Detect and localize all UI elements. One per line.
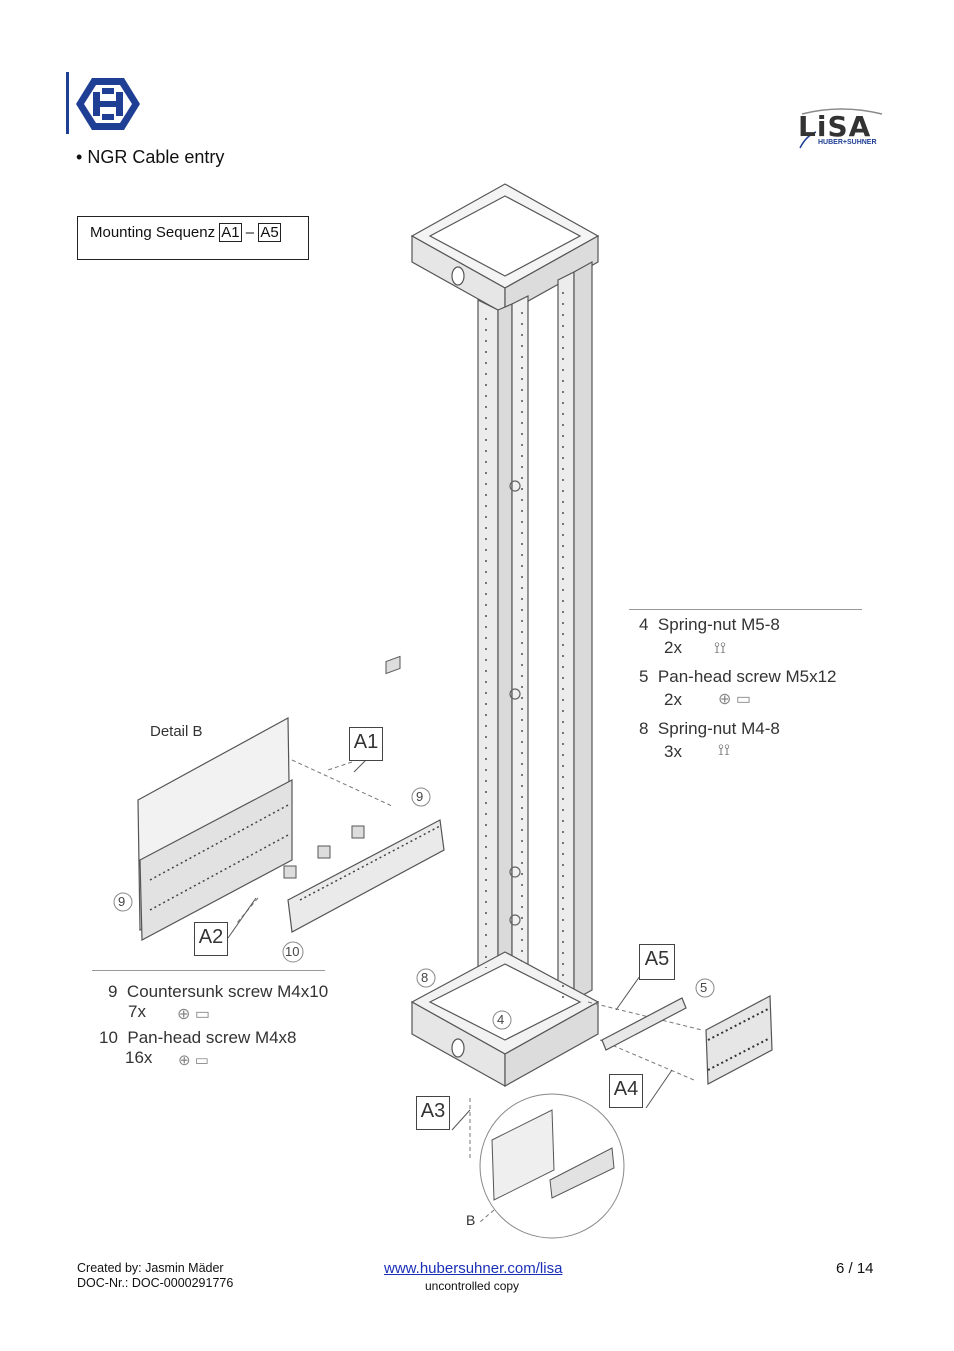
parts-right-qty-4: 2x bbox=[664, 638, 682, 657]
mounting-sequence-text: Mounting Sequenz A1 – A5 bbox=[90, 223, 281, 242]
parts-right-qty-5: 2x bbox=[664, 690, 682, 709]
callout-a2: A2 bbox=[194, 922, 228, 956]
pan-head-small-screw-icon: ⊕ ▭ bbox=[178, 1052, 209, 1069]
pan-head-screw-icon: ⊕ ▭ bbox=[718, 691, 751, 708]
callout-a1: A1 bbox=[349, 727, 383, 761]
a5-bracket bbox=[601, 997, 687, 1051]
detail-b-marker: B bbox=[466, 1212, 476, 1228]
page-number: 6 / 14 bbox=[836, 1260, 874, 1277]
part-number: 9 bbox=[108, 982, 118, 1001]
sequence-dash: – bbox=[245, 224, 255, 241]
parts-left-item-10: 10 Pan-head screw M4x8 bbox=[99, 1028, 297, 1048]
parts-left-qty-10: 16x bbox=[125, 1048, 153, 1067]
page-title-text: NGR Cable entry bbox=[87, 147, 225, 167]
spring-nut-icon: ⟟⟟ bbox=[714, 640, 726, 657]
circle-number-9b: 9 bbox=[118, 894, 126, 909]
circle-number-5: 5 bbox=[700, 980, 708, 995]
part-name: Countersunk screw M4x10 bbox=[126, 982, 329, 1001]
bullet-icon: • bbox=[76, 147, 83, 167]
parts-left-item-9: 9 Countersunk screw M4x10 bbox=[108, 982, 328, 1002]
lisa-logo: LiSA HUBER+SUHNER bbox=[796, 106, 888, 150]
footer-created-by: Created by: Jasmin Mäder bbox=[77, 1261, 224, 1275]
callout-a5: A5 bbox=[639, 944, 675, 980]
sequence-prefix: Mounting Sequenz bbox=[90, 224, 216, 241]
part-number: 10 bbox=[99, 1028, 118, 1047]
parts-right-qty-8: 3x bbox=[664, 742, 682, 761]
page-title: • NGR Cable entry bbox=[76, 147, 224, 168]
part-number: 8 bbox=[639, 719, 649, 738]
callout-a3: A3 bbox=[416, 1096, 450, 1130]
parts-left-qty-9: 7x bbox=[128, 1002, 146, 1021]
parts-right-rule bbox=[629, 609, 862, 610]
circle-number-10: 10 bbox=[285, 944, 300, 959]
part-name: Pan-head screw M5x12 bbox=[657, 667, 837, 686]
footer-website-link[interactable]: www.hubersuhner.com/lisa bbox=[384, 1260, 563, 1277]
parts-left-rule bbox=[92, 970, 325, 971]
countersunk-screw-icon: ⊕ ▭ bbox=[177, 1006, 210, 1023]
part-name: Pan-head screw M4x8 bbox=[127, 1028, 297, 1047]
sequence-start: A1 bbox=[219, 223, 242, 242]
mounting-sequence-box bbox=[77, 216, 309, 260]
circle-number-8: 8 bbox=[421, 970, 429, 985]
part-number: 5 bbox=[639, 667, 649, 686]
parts-right-item-5: 5 Pan-head screw M5x12 bbox=[639, 667, 837, 687]
circle-number-4: 4 bbox=[497, 1012, 505, 1027]
detail-b-comb bbox=[287, 819, 445, 933]
detail-b-label: Detail B bbox=[150, 723, 203, 740]
lisa-logo-text: LiSA bbox=[798, 110, 872, 143]
circle-number-9a: 9 bbox=[416, 789, 424, 804]
parts-right-item-4: 4 Spring-nut M5-8 bbox=[639, 615, 780, 635]
footer-doc-nr: DOC-Nr.: DOC-0000291776 bbox=[77, 1276, 234, 1290]
parts-right-item-8: 8 Spring-nut M4-8 bbox=[639, 719, 780, 739]
huber-suhner-logo-icon bbox=[66, 72, 140, 134]
lisa-logo-subtext: HUBER+SUHNER bbox=[818, 139, 877, 146]
sequence-end: A5 bbox=[258, 223, 281, 242]
callout-a4: A4 bbox=[609, 1074, 643, 1108]
spring-nut-small-icon: ⟟⟟ bbox=[718, 742, 730, 759]
footer-copy-note: uncontrolled copy bbox=[425, 1279, 520, 1293]
lisa-swoosh-icon bbox=[799, 108, 883, 149]
part-name: Spring-nut M4-8 bbox=[657, 719, 780, 738]
part-number: 4 bbox=[639, 615, 649, 634]
part-name: Spring-nut M5-8 bbox=[657, 615, 780, 634]
